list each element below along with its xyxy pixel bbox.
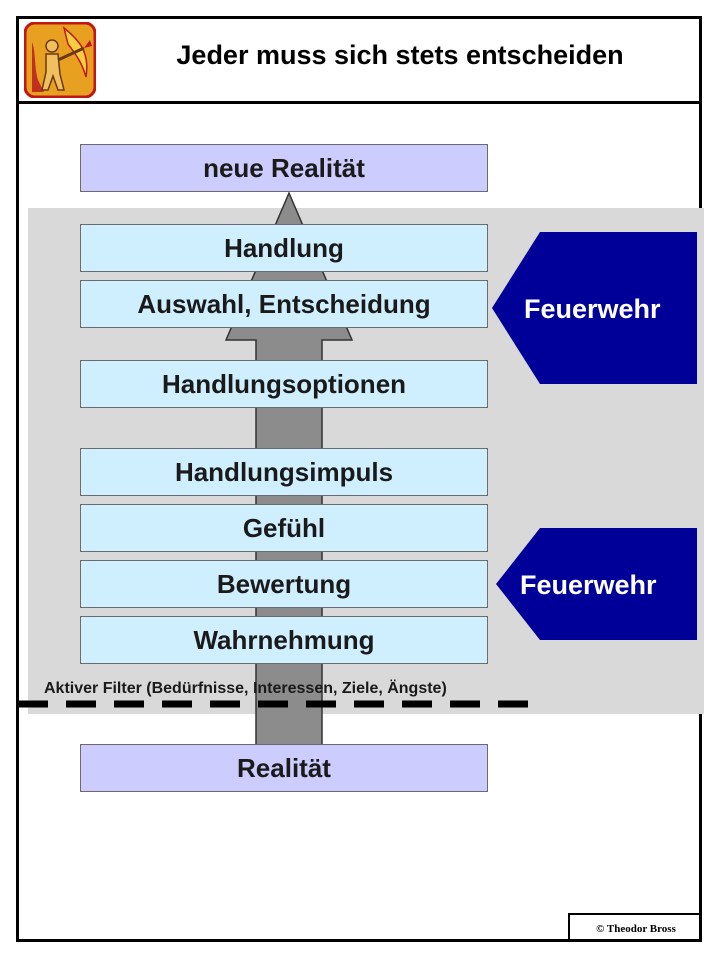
step-decision: Auswahl, Entscheidung bbox=[80, 280, 488, 328]
fire-dept-lower-label: Feuerwehr bbox=[520, 570, 657, 600]
step-feeling: Gefühl bbox=[80, 504, 488, 552]
firefighter-logo-icon bbox=[24, 22, 96, 98]
step-impulse: Handlungsimpuls bbox=[80, 448, 488, 496]
fire-dept-lower-shape bbox=[496, 528, 697, 640]
copyright-notice: © Theodor Bross bbox=[568, 913, 702, 942]
step-action: Handlung bbox=[80, 224, 488, 272]
new-reality-box: neue Realität bbox=[80, 144, 488, 192]
fire-dept-upper-shape bbox=[492, 232, 697, 384]
page-title: Jeder muss sich stets entscheiden bbox=[176, 40, 624, 70]
fire-dept-upper-label: Feuerwehr bbox=[524, 294, 661, 324]
header-divider bbox=[16, 101, 702, 104]
filter-label: Aktiver Filter (Bedürfnisse, Interessen,… bbox=[44, 680, 447, 697]
step-options: Handlungsoptionen bbox=[80, 360, 488, 408]
reality-box: Realität bbox=[80, 744, 488, 792]
step-evaluation: Bewertung bbox=[80, 560, 488, 608]
step-perception: Wahrnehmung bbox=[80, 616, 488, 664]
